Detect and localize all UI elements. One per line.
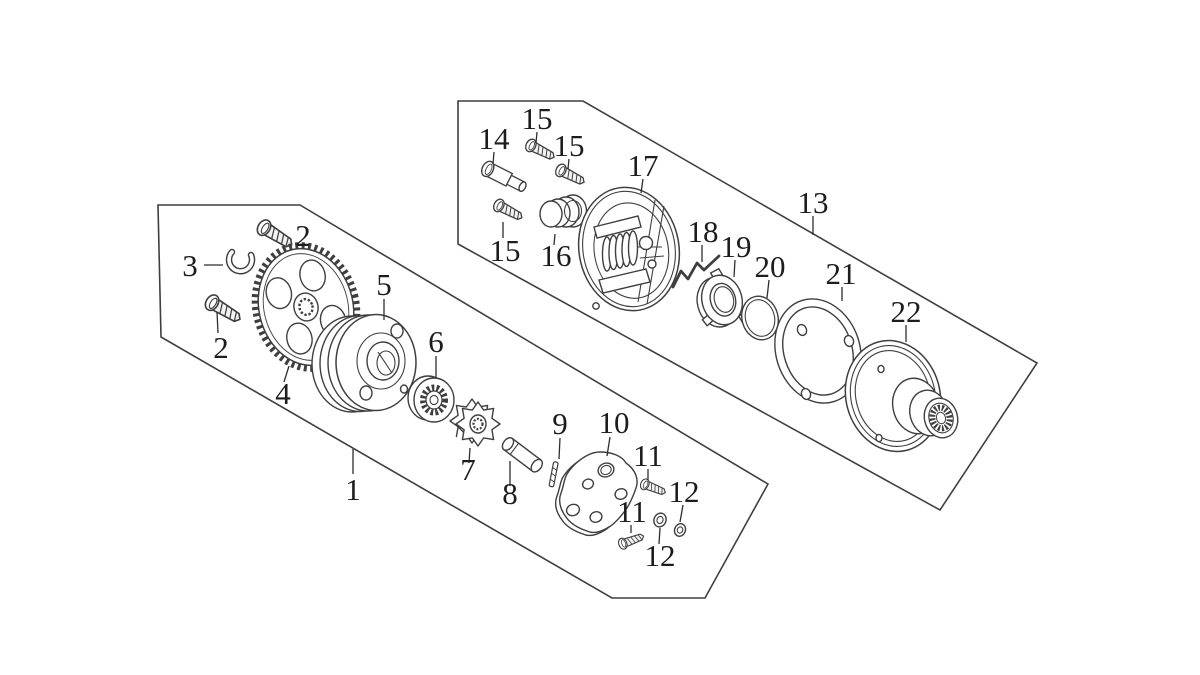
- screw-11-lower: [616, 530, 647, 551]
- callout-17: 17: [628, 148, 659, 183]
- callout-13: 13: [798, 185, 829, 220]
- washer-12-upper: [653, 512, 667, 528]
- callout-19: 19: [721, 229, 752, 264]
- callout-10: 10: [599, 405, 630, 440]
- callout-11-lower: 11: [617, 494, 647, 529]
- friction-spring-18: [671, 254, 721, 289]
- pump-drive-pulley-5: [311, 313, 417, 413]
- screw-15-top: [522, 136, 558, 164]
- screw-15-lower: [490, 196, 526, 225]
- clutch-hub-22: [844, 339, 959, 453]
- e-clip-3: [225, 248, 256, 275]
- pump-cover-plate-10: [554, 451, 638, 537]
- inner-rotor-6: [407, 375, 455, 423]
- leader-lines: [204, 131, 907, 545]
- callout-9: 9: [552, 406, 568, 441]
- callout-2-lower: 2: [213, 330, 229, 365]
- callout-3: 3: [182, 248, 198, 283]
- callout-11-upper: 11: [633, 438, 663, 473]
- screw-2-lower: [201, 291, 245, 328]
- callout-2-upper: 2: [295, 218, 311, 253]
- bolt-14: [480, 160, 527, 192]
- callout-20: 20: [755, 249, 786, 284]
- driven-plate-17: [577, 186, 681, 312]
- callout-15-lower: 15: [490, 233, 521, 268]
- dowel-pin-9: [548, 461, 559, 488]
- callout-8: 8: [502, 476, 518, 511]
- callout-5: 5: [376, 267, 392, 302]
- seal-ring-20: [741, 295, 779, 341]
- ratchet-collar-19: [696, 267, 751, 328]
- callout-4: 4: [275, 376, 291, 411]
- gasket-21: [774, 298, 862, 404]
- callout-12-upper: 12: [669, 474, 700, 509]
- callout-15-top: 15: [522, 101, 553, 136]
- callout-14: 14: [479, 121, 511, 156]
- callout-15-right: 15: [554, 128, 585, 163]
- assembly-outline-clutch: [457, 100, 1039, 512]
- callout-22: 22: [891, 294, 922, 329]
- callout-12-lower: 12: [645, 538, 676, 573]
- callout-7: 7: [460, 452, 476, 487]
- callout-16: 16: [541, 238, 572, 273]
- roller-pin-8: [501, 437, 544, 473]
- callout-1: 1: [345, 472, 361, 507]
- washer-12-lower: [673, 523, 687, 537]
- coil-spring-16: [539, 194, 588, 228]
- screw-15-right: [552, 161, 588, 189]
- callout-21: 21: [826, 256, 857, 291]
- callout-18: 18: [688, 214, 719, 249]
- outer-rotor-7: [449, 398, 501, 447]
- callout-6: 6: [428, 324, 444, 359]
- assembly-outline-oil-pump: [157, 204, 770, 599]
